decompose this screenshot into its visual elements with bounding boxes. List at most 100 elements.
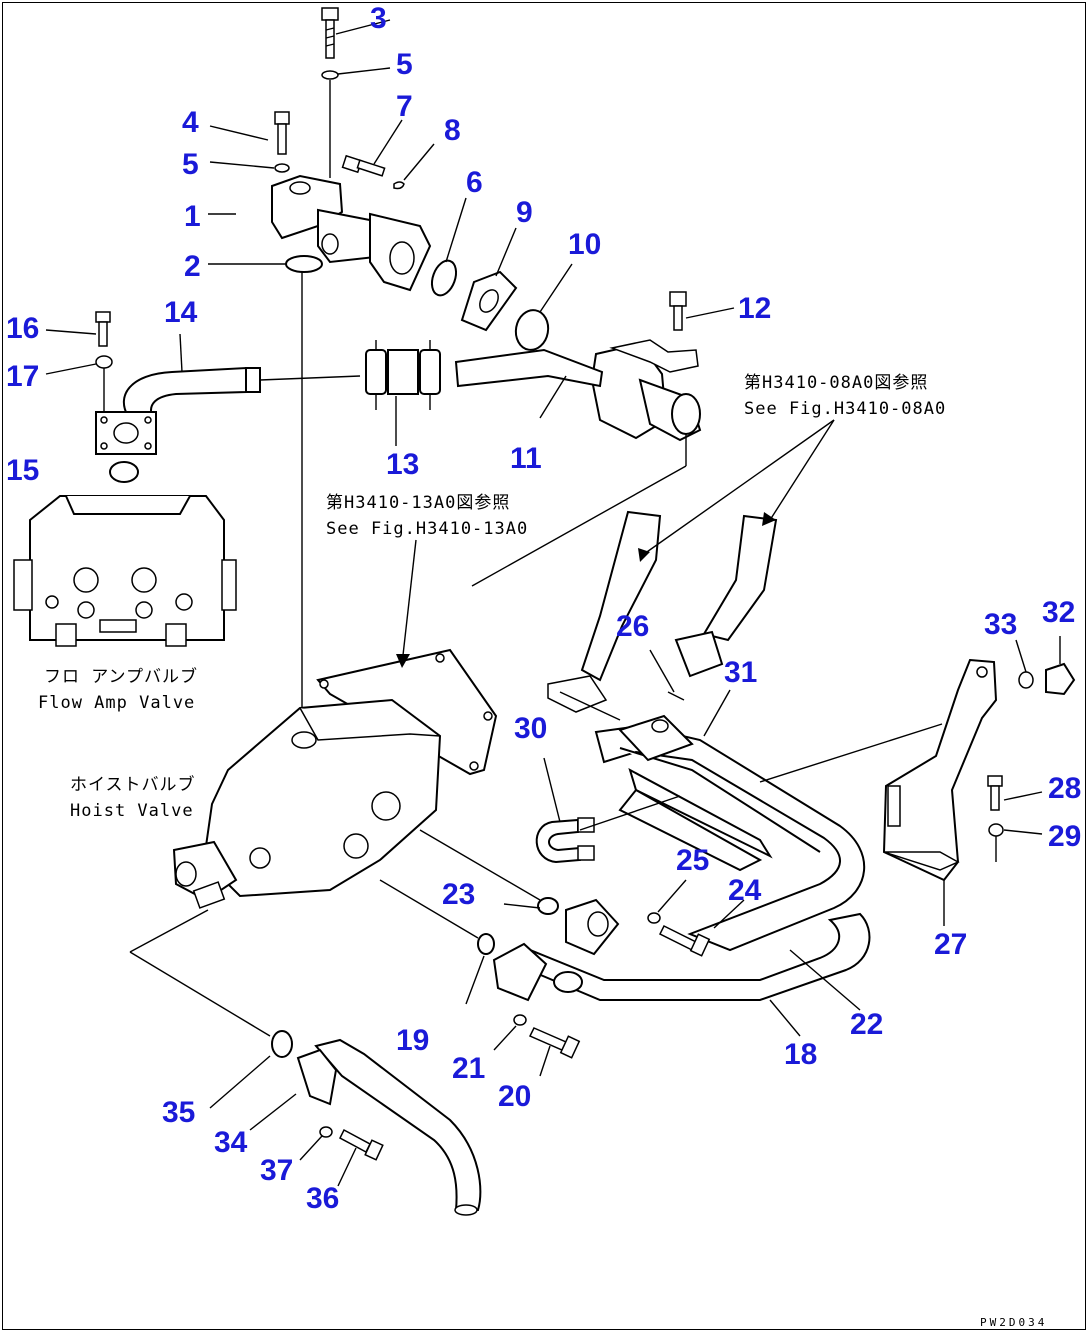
ref-08a0-en: See Fig.H3410-08A0 bbox=[744, 399, 946, 419]
callout-14: 14 bbox=[164, 296, 198, 329]
washer-33-shape bbox=[1018, 671, 1034, 689]
callout-33: 33 bbox=[984, 608, 1017, 641]
callout-17: 17 bbox=[6, 360, 39, 393]
callout-10: 10 bbox=[568, 228, 601, 261]
callout-11: 11 bbox=[510, 442, 542, 475]
leader-27 bbox=[759, 723, 943, 783]
washer-37-shape bbox=[319, 1126, 333, 1138]
ref-13a0-jp: 第H3410-13A0図参照 bbox=[326, 493, 510, 513]
clamp-13-shape bbox=[365, 340, 441, 410]
washer-21-shape bbox=[513, 1014, 527, 1026]
flow-amp-valve-15-shape bbox=[13, 495, 237, 647]
callout-31: 31 bbox=[724, 656, 757, 689]
o-ring-23-shape bbox=[537, 897, 559, 915]
callout-26: 26 bbox=[616, 610, 649, 643]
callout-35: 35 bbox=[162, 1096, 195, 1129]
flange-pipe-22-shape bbox=[565, 898, 620, 956]
callout-27: 27 bbox=[934, 928, 967, 961]
ref-08a0-jp: 第H3410-08A0図参照 bbox=[744, 373, 928, 393]
bolt-16-shape bbox=[95, 311, 111, 347]
callout-12: 12 bbox=[738, 292, 771, 325]
callout-32: 32 bbox=[1042, 596, 1075, 629]
hose-right-08a0-shape bbox=[674, 514, 778, 678]
clamp-31-shape bbox=[618, 714, 694, 762]
callout-7: 7 bbox=[396, 90, 413, 123]
elbow-block-1-shape bbox=[271, 174, 432, 292]
nut-32-shape bbox=[1045, 662, 1076, 696]
bolt-28-shape bbox=[987, 775, 1003, 811]
callout-9: 9 bbox=[516, 196, 533, 229]
callout-15: 15 bbox=[6, 454, 39, 487]
callout-3: 3 bbox=[370, 2, 387, 35]
leader-19 bbox=[379, 879, 479, 939]
callout-37: 37 bbox=[260, 1154, 293, 1187]
hoist-valve-shape bbox=[172, 698, 442, 909]
leader-11-diag bbox=[471, 465, 687, 587]
callout-13: 13 bbox=[386, 448, 419, 481]
pipe-34-shape bbox=[296, 1038, 482, 1216]
leader-23 bbox=[419, 829, 541, 901]
bolt-36-shape bbox=[339, 1128, 384, 1161]
callout-8: 8 bbox=[444, 114, 461, 147]
arrowhead-08a0-left bbox=[638, 548, 650, 562]
callout-1: 1 bbox=[184, 200, 201, 233]
callout-6: 6 bbox=[466, 166, 483, 199]
o-ring-2-shape bbox=[285, 255, 323, 273]
callout-4: 4 bbox=[182, 106, 199, 139]
pipe-18-shape bbox=[522, 912, 871, 1001]
o-ring-19-shape bbox=[477, 933, 495, 955]
bracket-27-shape bbox=[882, 658, 998, 882]
callout-18: 18 bbox=[784, 1038, 817, 1071]
arrowhead-13a0 bbox=[396, 654, 410, 668]
callout-22: 22 bbox=[850, 1008, 883, 1041]
callout-5-left: 5 bbox=[182, 148, 199, 181]
bolt-3-shape bbox=[321, 7, 339, 59]
o-ring-10-shape bbox=[514, 309, 550, 351]
hose-to-11-shape bbox=[454, 348, 604, 388]
leader-hose-14 bbox=[259, 375, 361, 381]
callout-2: 2 bbox=[184, 250, 201, 283]
arrowhead-08a0-right bbox=[762, 512, 776, 526]
callout-19: 19 bbox=[396, 1024, 429, 1057]
callout-24: 24 bbox=[728, 874, 762, 907]
callout-25: 25 bbox=[676, 844, 709, 877]
arrow-08a0-left bbox=[643, 419, 835, 555]
callout-16: 16 bbox=[6, 312, 39, 345]
flow-amp-label-jp: フロ アンプバルブ bbox=[44, 666, 198, 687]
leader-35b bbox=[129, 951, 271, 1037]
washer-25-shape bbox=[647, 912, 661, 924]
leader-30 bbox=[579, 795, 681, 831]
flange-plate-9-shape bbox=[460, 270, 518, 332]
callout-36: 36 bbox=[306, 1182, 339, 1215]
washer-5-top-shape bbox=[321, 70, 339, 80]
pipe-22-shape bbox=[594, 724, 865, 952]
callout-5-top: 5 bbox=[396, 48, 413, 81]
drawing-code: PW2D034 bbox=[980, 1316, 1047, 1329]
elbow-11-shape bbox=[590, 339, 702, 442]
elbow-30-shape bbox=[535, 817, 595, 864]
callout-20: 20 bbox=[498, 1080, 531, 1113]
washer-5-left-shape bbox=[274, 163, 290, 173]
arrow-08a0-right bbox=[769, 419, 835, 521]
washer-8-shape bbox=[393, 181, 405, 190]
bolt-4-shape bbox=[274, 111, 290, 155]
washer-29-shape bbox=[988, 823, 1004, 837]
bolt-12-shape bbox=[669, 291, 687, 331]
o-ring-under-15-shape bbox=[109, 461, 139, 483]
pin-26-shape bbox=[667, 691, 685, 701]
callout-21: 21 bbox=[452, 1052, 485, 1085]
hoist-label-jp: ホイストバルブ bbox=[70, 774, 196, 795]
hose-14-shape bbox=[95, 366, 261, 455]
callout-leaders bbox=[45, 19, 1061, 1187]
callout-30: 30 bbox=[514, 712, 547, 745]
callout-23: 23 bbox=[442, 878, 475, 911]
bolt-24-shape bbox=[658, 924, 711, 957]
bolt-7-shape bbox=[341, 154, 386, 177]
leader-35a bbox=[129, 909, 209, 953]
o-ring-6-shape bbox=[430, 259, 458, 297]
ref-13a0-en: See Fig.H3410-13A0 bbox=[326, 519, 528, 539]
hoist-label-en: Hoist Valve bbox=[70, 801, 194, 821]
flow-amp-label-en: Flow Amp Valve bbox=[38, 693, 195, 713]
pipe-mid-shape bbox=[618, 767, 773, 872]
